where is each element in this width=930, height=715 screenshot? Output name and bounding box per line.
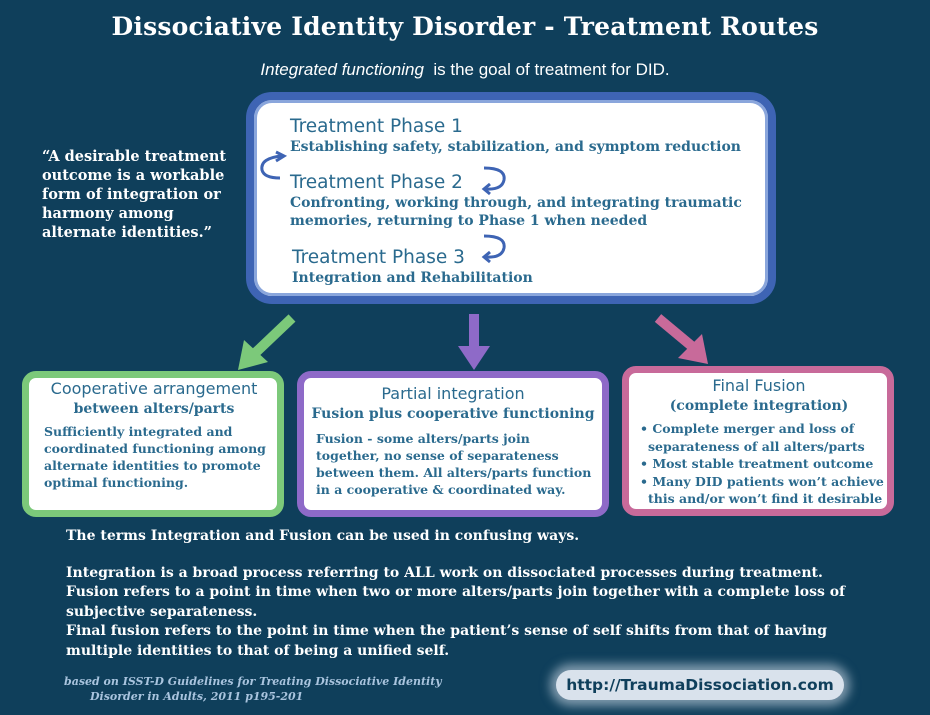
- final-subheading: (complete integration): [669, 398, 849, 414]
- list-item: • Most stable treatment outcome: [640, 456, 874, 471]
- note-fusion: Fusion refers to a point in time when tw…: [66, 584, 846, 620]
- site-url-link[interactable]: http://TraumaDissociation.com: [556, 670, 844, 700]
- final-bullets: • Complete merger and loss of separatene…: [640, 420, 890, 508]
- goal-statement: Integrated functioning is the goal of tr…: [0, 60, 930, 80]
- arrow-to-partial-icon: [458, 314, 490, 370]
- list-item: • Many DID patients won’t achieve: [640, 473, 884, 489]
- note-integration: Integration is a broad process referring…: [66, 565, 823, 581]
- cycle-left-arrow-icon: [260, 150, 288, 180]
- cooperative-text: Sufficiently integrated and coordinated …: [44, 424, 266, 490]
- cycle-arrow-phase3-icon: [481, 234, 506, 264]
- phase-1-title: Treatment Phase 1: [290, 116, 463, 137]
- phase-1-text: Establishing safety, stabilization, and …: [290, 139, 741, 155]
- partial-subheading: Fusion plus cooperative functioning: [311, 406, 595, 422]
- phase-3-title: Treatment Phase 3: [292, 247, 465, 268]
- phase-2-text-line2: memories, returning to Phase 1 when need…: [290, 213, 648, 229]
- treatment-phases-box: [246, 92, 776, 304]
- source-line-2: Disorder in Adults, 2011 p195-201: [90, 690, 304, 703]
- phase-2-text-line1: Confronting, working through, and integr…: [290, 195, 742, 211]
- page-title: Dissociative Identity Disorder - Treatme…: [111, 12, 819, 41]
- final-heading: Final Fusion: [712, 376, 806, 395]
- list-item: this and/or won’t find it desirable: [648, 491, 883, 506]
- cycle-arrow-phase2-icon: [481, 166, 506, 196]
- note-confusing: The terms Integration and Fusion can be …: [66, 528, 580, 544]
- goal-rest: is the goal of treatment for DID.: [423, 60, 670, 79]
- arrow-to-cooperative-icon: [238, 314, 296, 370]
- quote: “A desirable treatment outcome is a work…: [42, 148, 227, 241]
- source-citation: based on ISST-D Guidelines for Treating …: [64, 674, 444, 704]
- phase-2-title: Treatment Phase 2: [290, 172, 463, 193]
- cooperative-subheading: between alters/parts: [73, 401, 235, 417]
- cooperative-arrangement-box: [22, 371, 284, 517]
- list-item: separateness of all alters/parts: [648, 438, 865, 454]
- partial-integration-box: [297, 371, 609, 517]
- partial-text: Fusion - some alters/parts join together…: [316, 431, 592, 497]
- partial-heading: Partial integration: [381, 384, 525, 403]
- note-final-fusion: Final fusion refers to the point in time…: [66, 623, 827, 659]
- phase-3-text: Integration and Rehabilitation: [292, 270, 533, 286]
- cooperative-heading: Cooperative arrangement: [50, 379, 258, 398]
- final-fusion-box: [622, 366, 894, 516]
- source-line-1: based on ISST-D Guidelines for Treating …: [64, 675, 442, 688]
- arrow-to-final-icon: [654, 314, 708, 364]
- list-item: • Complete merger and loss of: [640, 421, 855, 436]
- goal-emphasis: Integrated functioning: [260, 60, 424, 79]
